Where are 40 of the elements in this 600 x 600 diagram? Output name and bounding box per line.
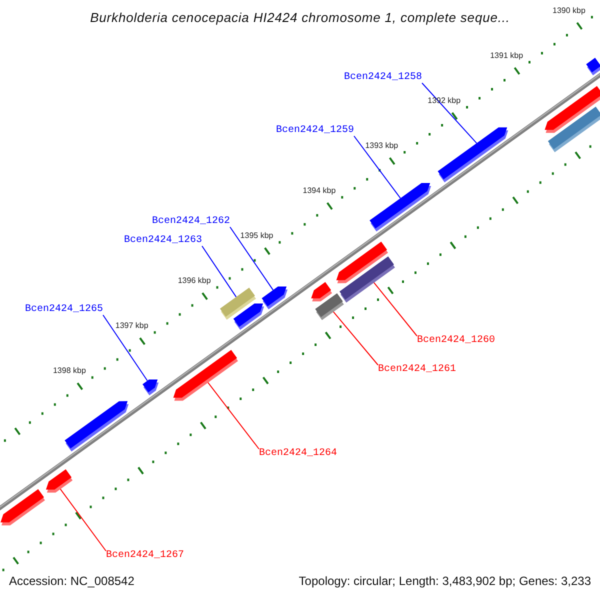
gene-glyph — [586, 58, 600, 76]
gene-glyph — [173, 350, 238, 401]
gene-glyph — [142, 380, 159, 396]
gene-glyph — [46, 469, 73, 493]
gene-glyph — [311, 282, 332, 302]
leader-line — [202, 246, 237, 298]
scale-label: 1397 kbp — [115, 322, 148, 330]
gene-label: Bcen2424_1262 — [152, 217, 230, 227]
gene-label: Bcen2424_1258 — [344, 73, 422, 83]
scale-label: 1396 kbp — [178, 277, 211, 286]
gene-label: Bcen2424_1261 — [378, 365, 456, 375]
leader-line — [230, 226, 274, 291]
gene-glyph — [336, 242, 388, 284]
gene-glyph — [0, 489, 45, 526]
scale-label: 1394 kbp — [302, 187, 336, 196]
gene-label: Bcen2424_1267 — [106, 551, 184, 561]
leader-line — [372, 280, 418, 336]
gene-glyph — [233, 303, 264, 330]
gene-label: Bcen2424_1265 — [25, 305, 104, 315]
scale-label: 1390 kbp — [552, 6, 586, 15]
gene-glyph — [370, 182, 432, 232]
scale-label: 1393 kbp — [365, 142, 398, 150]
leader-line — [422, 82, 478, 144]
genome-summary: Topology: circular; Length: 3,483,902 bp; Genes: 3,233 — [298, 575, 591, 587]
leader-line — [102, 314, 148, 382]
gene-label: Bcen2424_1260 — [417, 336, 496, 346]
gene-glyph — [262, 286, 288, 310]
leader-line — [206, 380, 260, 450]
leader-line — [331, 309, 378, 366]
scale-label: 1398 kbp — [52, 367, 86, 376]
gene-label: Bcen2424_1263 — [124, 236, 202, 246]
leader-line — [354, 136, 401, 199]
accession-text: Accession: NC_008542 — [9, 575, 134, 587]
scale-label: 1391 kbp — [490, 52, 524, 60]
gene-glyph — [438, 127, 508, 182]
gene-label: Bcen2424_1259 — [276, 126, 354, 136]
gene-glyph — [64, 401, 129, 452]
gene-label: Bcen2424_1264 — [259, 449, 338, 459]
scale-label: 1395 kbp — [240, 232, 274, 240]
gene-glyph — [548, 106, 600, 152]
